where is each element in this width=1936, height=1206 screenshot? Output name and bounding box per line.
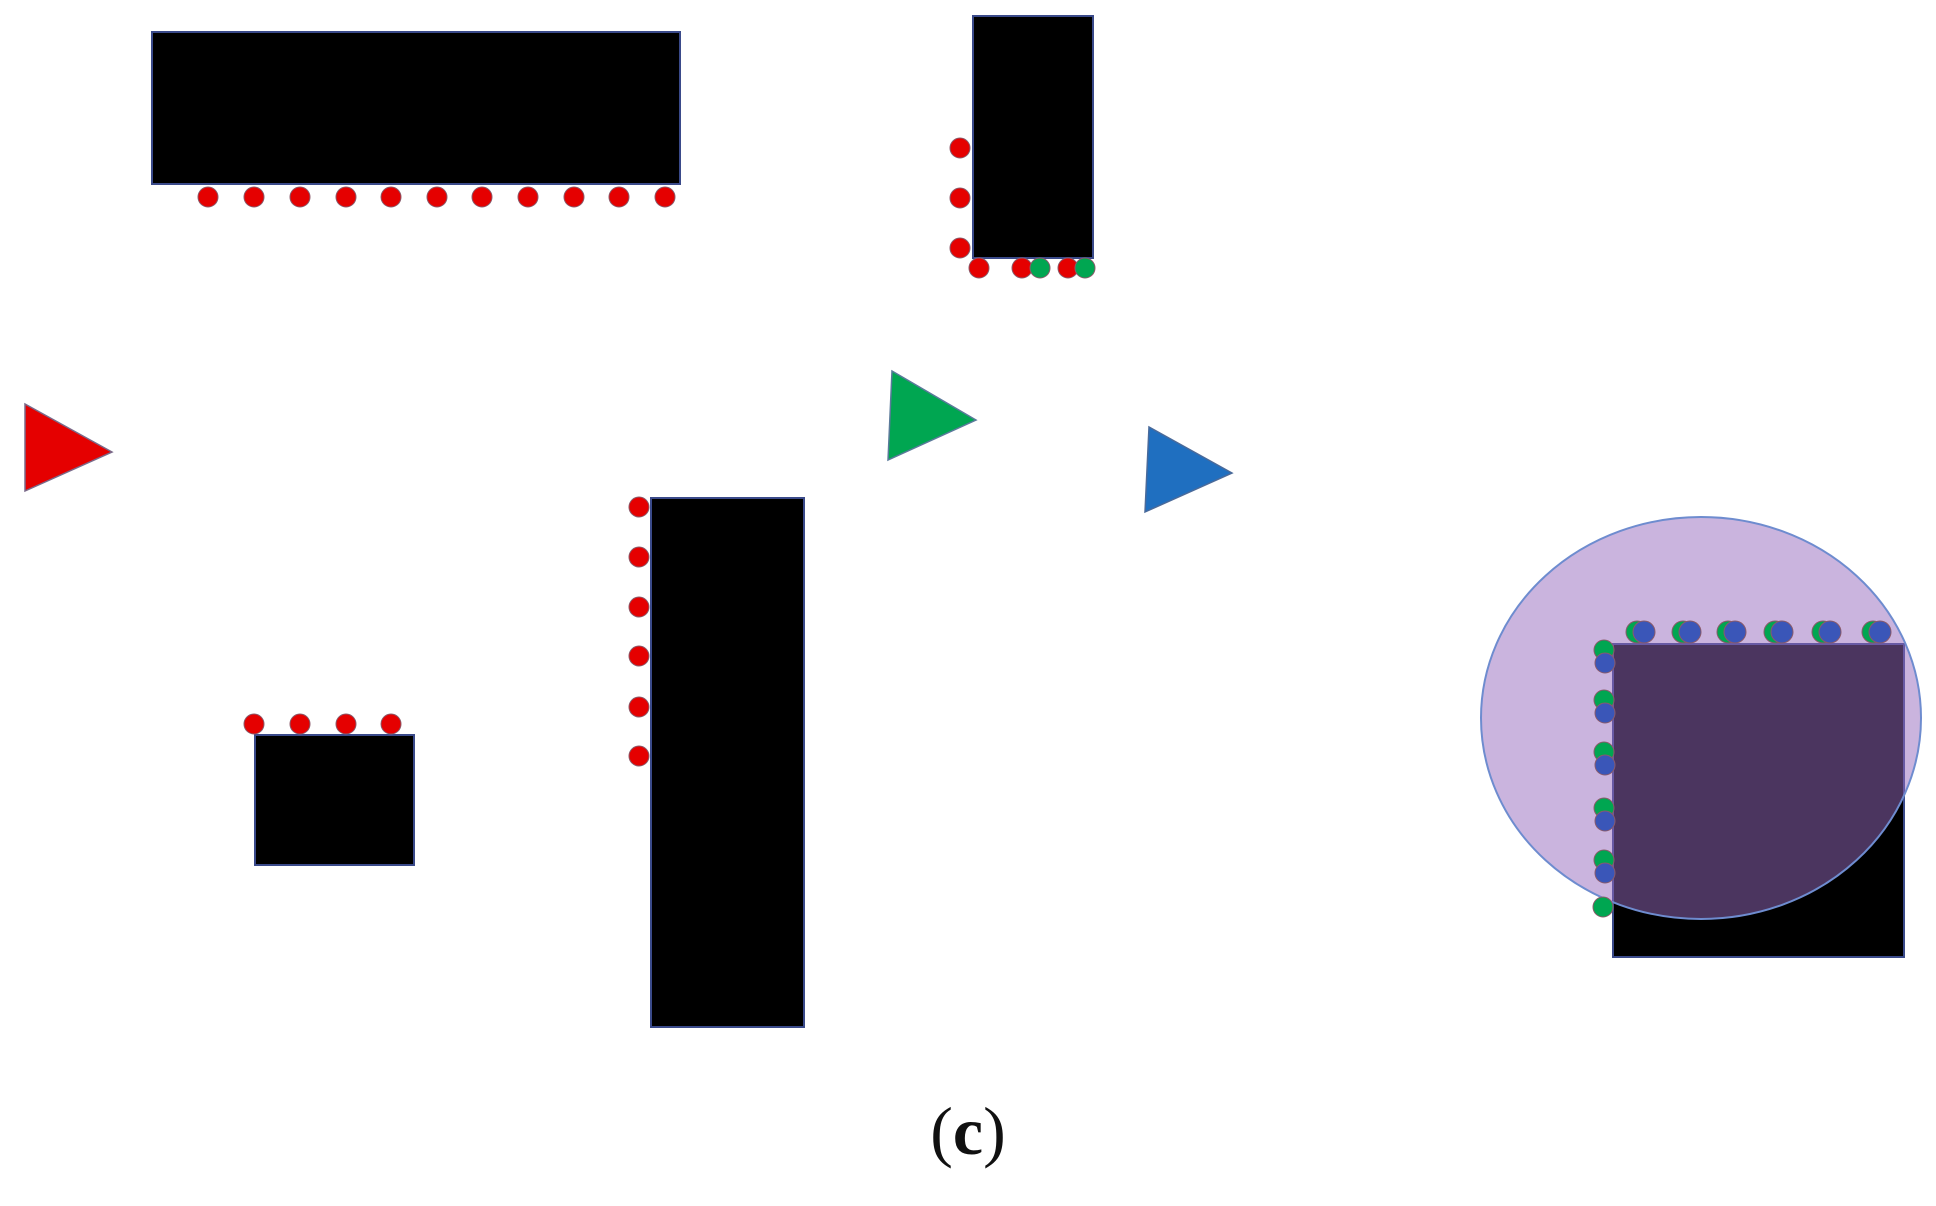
red-dot bbox=[380, 186, 402, 208]
red-dot bbox=[471, 186, 493, 208]
red-dot bbox=[517, 186, 539, 208]
red-dot bbox=[949, 187, 971, 209]
red-dot bbox=[949, 237, 971, 259]
obstacle-small-square bbox=[254, 734, 415, 866]
red-dot bbox=[289, 186, 311, 208]
blue-dot bbox=[1632, 620, 1656, 644]
red-triangle-icon bbox=[24, 402, 114, 493]
obstacle-tall bbox=[650, 497, 805, 1028]
red-dot bbox=[380, 713, 402, 735]
red-dot bbox=[949, 137, 971, 159]
red-dot bbox=[335, 186, 357, 208]
red-dot bbox=[628, 745, 650, 767]
green-dot bbox=[1029, 257, 1051, 279]
green-dot bbox=[1592, 896, 1614, 918]
caption-close-paren: ) bbox=[983, 1093, 1006, 1169]
blue-triangle-icon bbox=[1144, 425, 1234, 514]
red-dot bbox=[654, 186, 676, 208]
blue-dot bbox=[1723, 620, 1747, 644]
figure-caption: (c) bbox=[0, 1086, 1936, 1176]
blue-dot bbox=[1868, 620, 1892, 644]
red-dots-group bbox=[197, 137, 1096, 767]
red-dot bbox=[628, 496, 650, 518]
red-dot bbox=[289, 713, 311, 735]
region-dots-group bbox=[1592, 620, 1892, 918]
blue-dot bbox=[1594, 702, 1616, 724]
blue-dot bbox=[1594, 652, 1616, 674]
red-dot bbox=[1011, 257, 1033, 279]
obstacle-top-wide bbox=[151, 31, 681, 185]
caption-letter: c bbox=[952, 1093, 984, 1169]
red-dot bbox=[628, 596, 650, 618]
red-dot bbox=[335, 713, 357, 735]
red-dot bbox=[628, 546, 650, 568]
red-dot bbox=[628, 696, 650, 718]
region-group bbox=[1480, 516, 1922, 920]
red-dot bbox=[197, 186, 219, 208]
red-dot bbox=[968, 257, 990, 279]
obstacle-top-narrow bbox=[972, 15, 1094, 259]
red-dot bbox=[608, 186, 630, 208]
red-dot bbox=[563, 186, 585, 208]
blue-dot bbox=[1594, 754, 1616, 776]
red-dot bbox=[628, 645, 650, 667]
blue-dot bbox=[1818, 620, 1842, 644]
blue-dot bbox=[1770, 620, 1794, 644]
red-dot bbox=[426, 186, 448, 208]
red-dot bbox=[243, 186, 265, 208]
caption-open-paren: ( bbox=[930, 1093, 953, 1169]
green-dot bbox=[1074, 257, 1096, 279]
blue-dot bbox=[1594, 810, 1616, 832]
coverage-region bbox=[1480, 516, 1922, 920]
blue-dot bbox=[1678, 620, 1702, 644]
green-triangle-icon bbox=[887, 369, 978, 462]
red-dot bbox=[243, 713, 265, 735]
markers-group bbox=[24, 369, 1234, 514]
blue-dot bbox=[1594, 862, 1616, 884]
